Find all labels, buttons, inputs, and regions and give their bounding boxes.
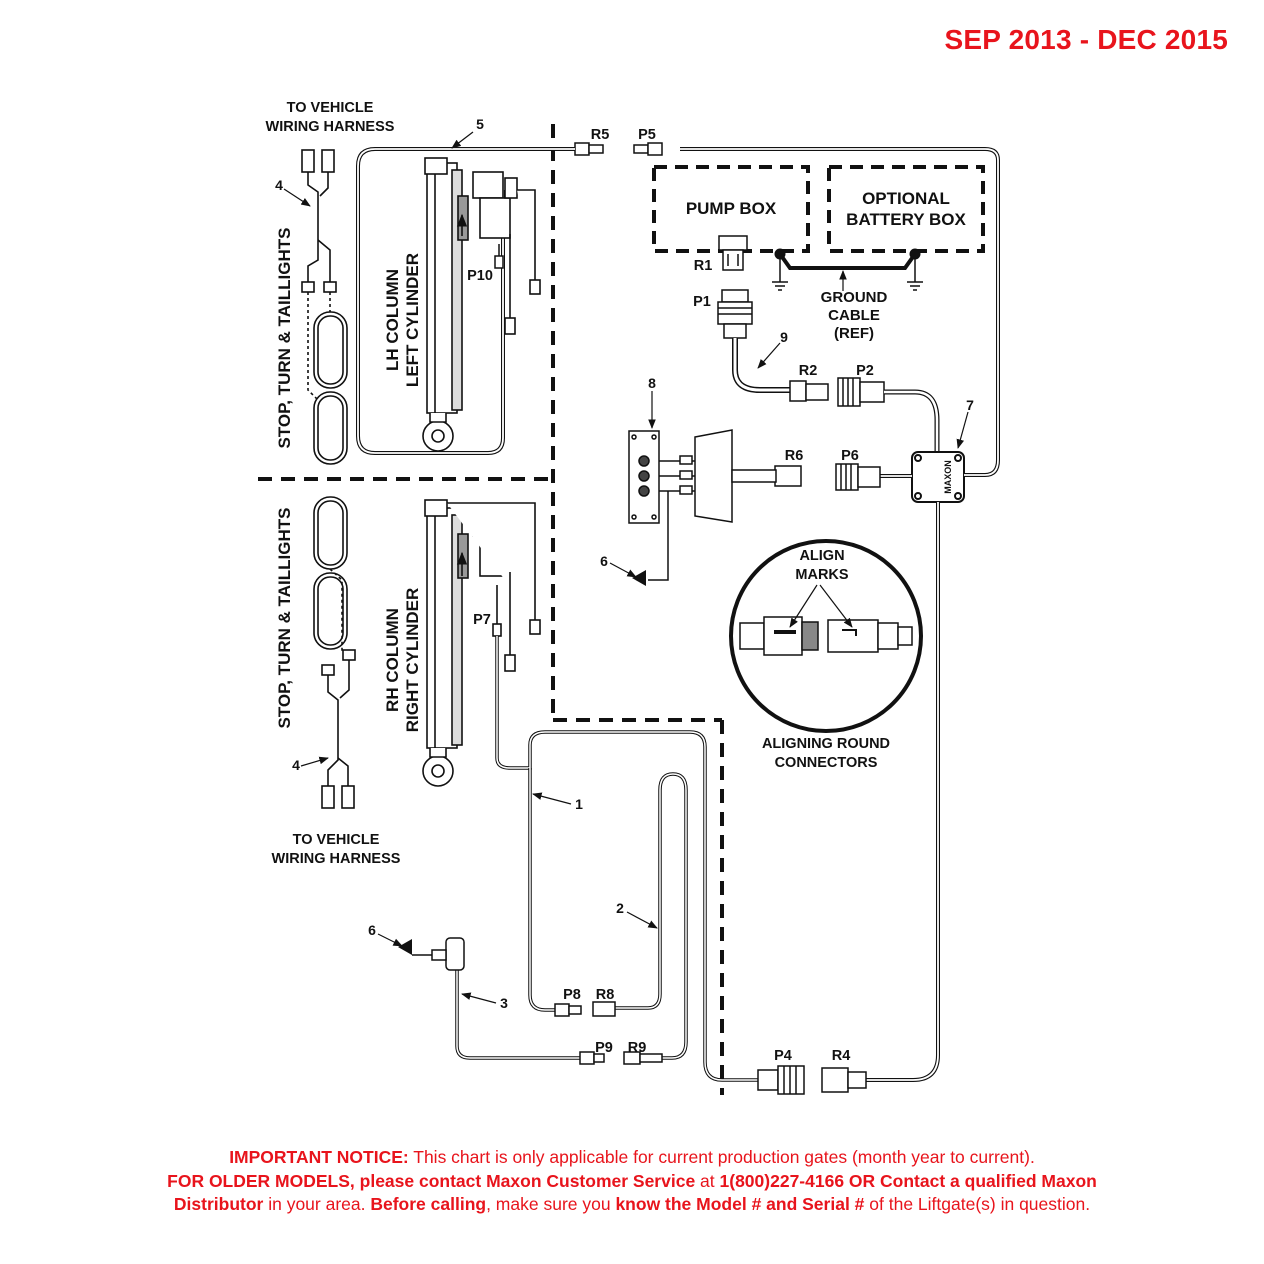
callout-6-bottom: 6	[368, 922, 376, 938]
aligning-label-1: ALIGNING ROUND	[762, 736, 890, 752]
lh-column-label-2: LEFT CYLINDER	[403, 253, 422, 387]
label-p7: P7	[473, 612, 491, 628]
light-harness-bottom	[313, 496, 356, 809]
light-harness-top	[301, 149, 348, 465]
aligning-label-2: CONNECTORS	[775, 755, 878, 771]
callout-4-bottom: 4	[292, 757, 300, 773]
lh-cylinder	[422, 157, 541, 452]
callout-9: 9	[780, 329, 788, 345]
callout-7: 7	[966, 397, 974, 413]
connector-labels: R5 P5 R1 P1 R2 P2 R6 P6 P10 P7 P8 R8 P9 …	[467, 127, 874, 1064]
junction-box-7: MAXON	[911, 451, 965, 503]
ground-label-2: CABLE	[828, 307, 880, 324]
callout-3: 3	[500, 995, 508, 1011]
cable-2	[615, 772, 688, 1060]
rh-cylinder	[422, 499, 541, 787]
connector-p9	[579, 1051, 605, 1065]
callout-8: 8	[648, 375, 656, 391]
label-p2: P2	[856, 363, 874, 379]
align-detail-inset: ALIGN MARKS	[729, 539, 923, 733]
label-p5: P5	[638, 127, 656, 143]
connector-p1	[717, 289, 753, 339]
label-p10: P10	[467, 268, 493, 284]
ground-cable	[772, 248, 923, 291]
notice-l3-text: in your area.	[263, 1194, 371, 1214]
connector-r8	[592, 1001, 616, 1017]
notice-l3-text2: , make sure you	[486, 1194, 616, 1214]
callout-leaders	[283, 131, 969, 1004]
date-range-header: SEP 2013 - DEC 2015	[944, 24, 1228, 55]
label-r9: R9	[628, 1040, 647, 1056]
label-r5: R5	[591, 127, 610, 143]
label-r8: R8	[596, 987, 615, 1003]
ground-terminal-6-top	[632, 570, 646, 586]
connector-p2	[837, 377, 885, 407]
label-p8: P8	[563, 987, 581, 1003]
callout-6-top: 6	[600, 553, 608, 569]
align-label-2: MARKS	[795, 567, 848, 583]
notice-l1-text: This chart is only applicable for curren…	[408, 1147, 1035, 1167]
label-p4: P4	[774, 1048, 792, 1064]
boundary-dashed-lines	[258, 124, 724, 1095]
connector-r4	[821, 1067, 867, 1093]
connector-p8	[554, 1003, 582, 1017]
elbow-connector-3	[431, 937, 465, 971]
optional-battery-box: OPTIONAL BATTERY BOX	[827, 165, 985, 253]
connector-r2	[789, 380, 829, 402]
ground-label-1: GROUND	[821, 289, 888, 306]
cable-9	[732, 338, 790, 393]
notice-l1-bold: IMPORTANT NOTICE:	[229, 1147, 409, 1167]
cable-p2-to-junction	[884, 389, 940, 455]
to-vehicle-top-1: TO VEHICLE	[287, 100, 374, 116]
callout-numbers: 5 4 4 1 2 3 6 6 8 7 9	[275, 116, 974, 1011]
notice-l2-bold2: 1(800)227-4166 OR Contact a qualified Ma…	[719, 1170, 1097, 1191]
align-label-1: ALIGN	[799, 548, 844, 564]
connector-r5	[574, 142, 604, 156]
notice-l3-bold: Distributor	[173, 1194, 264, 1214]
label-p6: P6	[841, 448, 859, 464]
battery-box-label-1: OPTIONAL	[862, 189, 950, 208]
stop-turn-label-bottom: STOP, TURN & TAILLIGHTS	[275, 507, 294, 728]
rh-column-label-2: RIGHT CYLINDER	[403, 588, 422, 733]
connector-p10	[494, 255, 504, 269]
battery-box-label-2: BATTERY BOX	[846, 210, 966, 229]
ground-terminal-6-bottom	[398, 939, 412, 955]
connector-r9	[623, 1051, 663, 1065]
cable-1	[495, 636, 758, 1082]
notice-l3-bold2: Before calling	[370, 1194, 487, 1214]
callout-5: 5	[476, 116, 484, 132]
to-vehicle-bottom-2: WIRING HARNESS	[272, 851, 401, 867]
notice-l2-text: at	[695, 1170, 720, 1191]
callout-1: 1	[575, 796, 583, 812]
connector-p5	[633, 142, 663, 156]
control-switch-8	[628, 429, 777, 524]
label-r4: R4	[832, 1048, 851, 1064]
label-r6: R6	[785, 448, 804, 464]
connector-p6	[835, 463, 881, 491]
connector-r1	[718, 235, 748, 271]
callout-2: 2	[616, 900, 624, 916]
rh-column-label-1: RH COLUMN	[383, 608, 402, 712]
label-r2: R2	[799, 363, 818, 379]
notice-l2-bold: FOR OLDER MODELS, please contact Maxon C…	[167, 1170, 696, 1191]
label-p1: P1	[693, 294, 711, 310]
stop-turn-label-top: STOP, TURN & TAILLIGHTS	[275, 227, 294, 448]
connector-p4	[757, 1065, 805, 1095]
notice-l3-bold3: know the Model # and Serial #	[615, 1194, 865, 1214]
connector-r6	[774, 465, 802, 487]
callout-4-top: 4	[275, 177, 283, 193]
lh-column-label-1: LH COLUMN	[383, 269, 402, 371]
junction-brand: MAXON	[943, 460, 953, 494]
ground-label-3: (REF)	[834, 325, 874, 342]
pump-box-label: PUMP BOX	[686, 199, 777, 218]
label-p9: P9	[595, 1040, 613, 1056]
to-vehicle-top-2: WIRING HARNESS	[266, 119, 395, 135]
notice-l3-text3: of the Liftgate(s) in question.	[864, 1194, 1091, 1214]
important-notice: IMPORTANT NOTICE: This chart is only app…	[80, 1146, 1184, 1217]
to-vehicle-bottom-1: TO VEHICLE	[293, 832, 380, 848]
label-r1: R1	[694, 258, 713, 274]
